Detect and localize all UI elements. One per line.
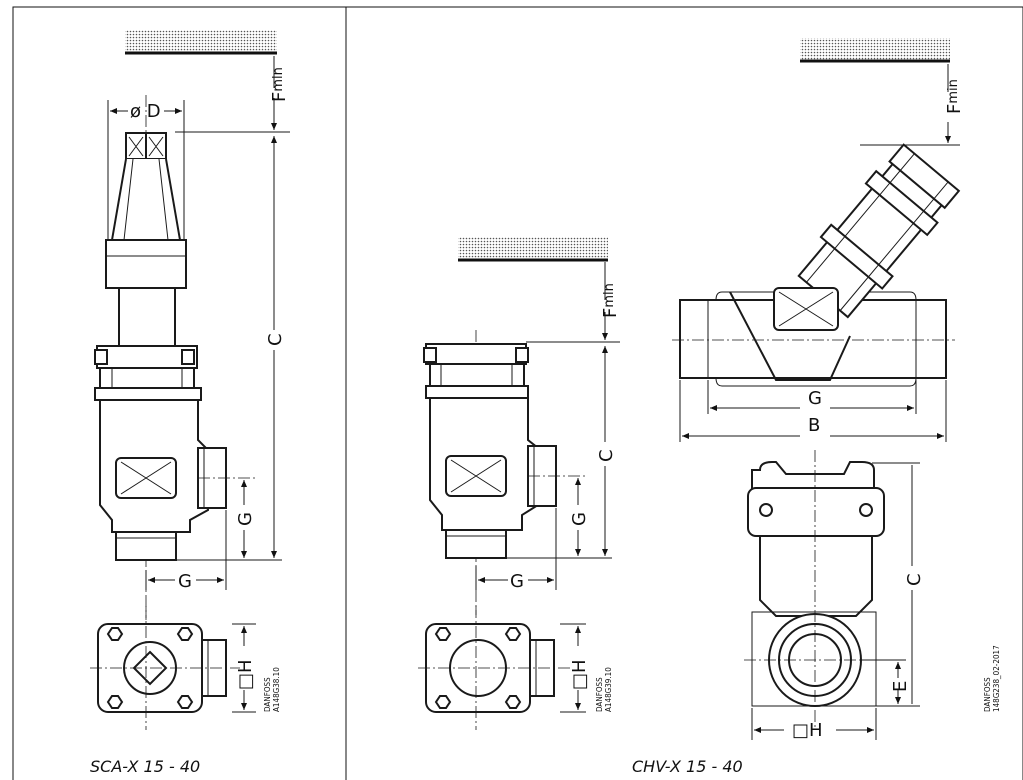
chv-x-straight-drawing: Fmin G B C E (672, 38, 1001, 741)
dim-d-label: ø D (130, 101, 161, 122)
dim-h-label-mid: □H (569, 659, 590, 690)
dim-e-label: E (890, 681, 911, 692)
dim-c-label-mid: C (596, 449, 617, 462)
dim-c-label-right: C (904, 573, 925, 586)
dim-c-label: C (265, 333, 286, 346)
caption-sca-x: SCA-X 15 - 40 (90, 757, 200, 776)
ceiling-hatch-right (800, 38, 950, 60)
page-frame (12, 6, 1023, 780)
caption-chv-x: CHV-X 15 - 40 (632, 757, 743, 776)
dim-h-label: □H (235, 659, 256, 690)
sca-x-drawing: ø D Fmin C G G □ (90, 30, 290, 776)
dim-h-label-right: □H (792, 720, 823, 741)
dim-b-label: B (808, 415, 820, 436)
dim-fmin-label-right: Fmin (944, 79, 965, 114)
ceiling-hatch (125, 30, 277, 52)
ref-chv-2: 148G238_02-2017 (992, 645, 1001, 712)
dim-g-vertical-label: G (235, 512, 256, 526)
ref-sca-2: A148G38.10 (272, 667, 281, 712)
dim-g-horizontal-label: G (178, 571, 192, 592)
ref-chv-1: DANFOSS (983, 677, 992, 712)
chv-x-angle-drawing: Fmin C G G □H DANFOSS A148G39.10 (418, 237, 621, 730)
dim-g-label-right: G (808, 388, 822, 409)
dim-fmin-label-mid: Fmin (600, 283, 621, 318)
dim-g-vertical-label-mid: G (569, 512, 590, 526)
ref-chv-angle-2: A148G39.10 (604, 667, 613, 712)
dim-g-horizontal-label-mid: G (510, 571, 524, 592)
ceiling-hatch-mid (458, 237, 608, 259)
dim-fmin-label: Fmin (269, 67, 290, 102)
ref-sca-1: DANFOSS (263, 677, 272, 712)
ref-chv-angle-1: DANFOSS (595, 677, 604, 712)
